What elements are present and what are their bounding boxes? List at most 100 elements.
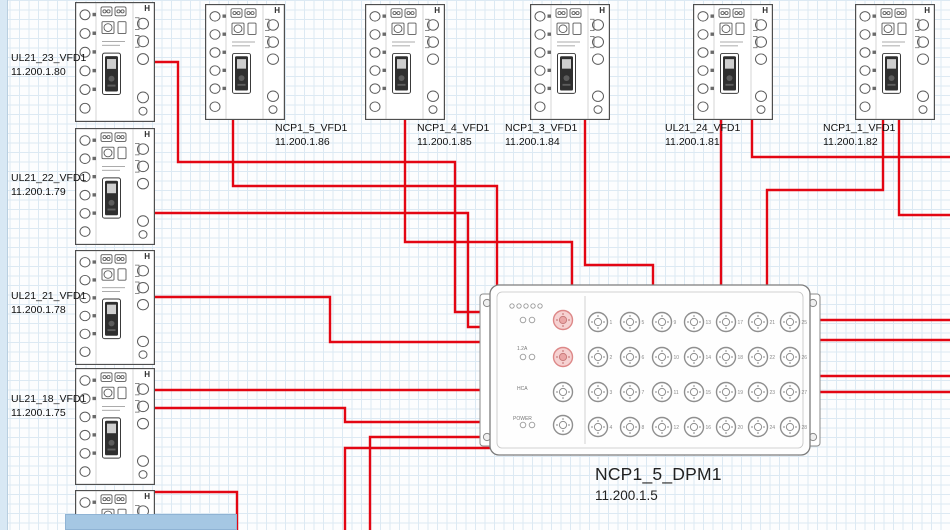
device-ip: 11.200.1.81 xyxy=(665,135,720,148)
m12-port[interactable]: 8 xyxy=(619,416,645,438)
m12-port[interactable]: 22 xyxy=(747,346,776,368)
vfd-symbol xyxy=(855,4,935,120)
vfd-device-ul21-24-vfd1[interactable]: H xyxy=(693,4,773,120)
network-cable[interactable] xyxy=(368,435,491,530)
m12-port[interactable]: 10 xyxy=(651,346,680,368)
device-name: UL21_23_VFD1 xyxy=(11,52,87,64)
svg-text:2: 2 xyxy=(610,355,613,361)
panel-ports: 1234567891011121314151617181920212223242… xyxy=(552,309,808,438)
m12-port[interactable] xyxy=(552,414,574,436)
m12-port[interactable]: 2 xyxy=(587,346,613,368)
network-cable[interactable] xyxy=(153,406,491,424)
m12-port[interactable]: 16 xyxy=(683,416,712,438)
m12-port[interactable]: 24 xyxy=(747,416,776,438)
m12-port[interactable]: 19 xyxy=(715,381,744,403)
canvas-edge-strip xyxy=(0,0,8,530)
m12-port[interactable]: 12 xyxy=(651,416,680,438)
svg-text:23: 23 xyxy=(770,390,776,396)
device-name: UL21_18_VFD1 xyxy=(11,393,87,405)
device-ip: 11.200.1.84 xyxy=(505,135,560,148)
m12-port[interactable]: 27 xyxy=(779,381,808,403)
m12-port[interactable]: 26 xyxy=(779,346,808,368)
network-cable[interactable] xyxy=(750,120,950,159)
svg-text:26: 26 xyxy=(802,355,808,361)
device-h-label: H xyxy=(599,6,605,15)
device-ip: 11.200.1.82 xyxy=(823,135,878,148)
vfd-device-ul21-23-vfd1[interactable]: H xyxy=(75,2,155,122)
svg-text:27: 27 xyxy=(802,390,808,396)
network-cable[interactable] xyxy=(343,446,491,530)
m12-port[interactable]: 7 xyxy=(619,381,645,403)
vfd-device-ul21-21-vfd1[interactable]: H xyxy=(75,250,155,365)
svg-text:10: 10 xyxy=(674,355,680,361)
vfd-device-ncp1-3-vfd1[interactable]: H xyxy=(530,4,610,120)
m12-port[interactable]: 18 xyxy=(715,346,744,368)
panel-label[interactable]: NCP1_5_DPM1 11.200.1.5 xyxy=(595,464,722,503)
device-h-label: H xyxy=(144,370,150,379)
vfd-device-ul21-18-vfd1[interactable]: H xyxy=(75,368,155,485)
device-name: NCP1_1_VFD1 xyxy=(823,122,896,134)
network-cable[interactable] xyxy=(403,120,574,286)
m12-port[interactable]: 9 xyxy=(651,311,677,333)
device-h-label: H xyxy=(274,6,280,15)
status-led-icon xyxy=(509,303,543,309)
svg-text:19: 19 xyxy=(738,390,744,396)
network-cable[interactable] xyxy=(231,120,499,286)
device-h-label: H xyxy=(434,6,440,15)
m12-port[interactable]: 21 xyxy=(747,311,776,333)
network-cable[interactable] xyxy=(153,490,239,530)
network-cable[interactable] xyxy=(583,120,655,286)
m12-port[interactable]: 6 xyxy=(619,346,645,368)
vfd-device-ul21-22-vfd1[interactable]: H xyxy=(75,128,155,245)
device-ip: 11.200.1.79 xyxy=(11,185,66,198)
panel-ip: 11.200.1.5 xyxy=(595,488,658,503)
svg-text:4: 4 xyxy=(610,425,613,431)
m12-port[interactable]: 13 xyxy=(683,311,712,333)
m12-port[interactable] xyxy=(552,381,574,403)
device-h-label: H xyxy=(762,6,768,15)
svg-text:16: 16 xyxy=(706,425,712,431)
m12-port[interactable]: 3 xyxy=(587,381,613,403)
svg-text:14: 14 xyxy=(706,355,712,361)
svg-text:1: 1 xyxy=(610,320,613,326)
m12-port[interactable]: 15 xyxy=(683,381,712,403)
svg-text:HCA: HCA xyxy=(517,386,528,392)
device-h-label: H xyxy=(144,130,150,139)
vfd-device-ncp1-1-vfd1[interactable]: H xyxy=(855,4,935,120)
vfd-device-partial[interactable]: H xyxy=(75,490,155,530)
svg-text:3: 3 xyxy=(610,390,613,396)
m12-port[interactable]: 23 xyxy=(747,381,776,403)
vfd-symbol xyxy=(75,2,155,122)
highlighted-port[interactable] xyxy=(552,309,574,331)
network-cable[interactable] xyxy=(153,60,491,314)
m12-port[interactable]: 17 xyxy=(715,311,744,333)
device-ip: 11.200.1.78 xyxy=(11,303,66,316)
highlighted-port[interactable] xyxy=(552,346,574,368)
m12-port[interactable]: 20 xyxy=(715,416,744,438)
network-cable[interactable] xyxy=(153,295,491,344)
network-cable[interactable] xyxy=(897,120,950,217)
network-cable[interactable] xyxy=(765,120,885,286)
m12-port[interactable]: 1 xyxy=(587,311,613,333)
device-ip: 11.200.1.75 xyxy=(11,406,66,419)
m12-port[interactable]: 25 xyxy=(779,311,808,333)
vfd-device-ncp1-5-vfd1[interactable]: H xyxy=(205,4,285,120)
svg-text:5: 5 xyxy=(642,320,645,326)
m12-port[interactable]: 14 xyxy=(683,346,712,368)
m12-port[interactable]: 11 xyxy=(651,381,679,403)
m12-port[interactable]: 5 xyxy=(619,311,645,333)
m12-port[interactable]: 4 xyxy=(587,416,613,438)
partial-shape-bottom[interactable] xyxy=(65,514,237,530)
vfd-device-ncp1-4-vfd1[interactable]: H xyxy=(365,4,445,120)
m12-port[interactable]: 28 xyxy=(779,416,808,438)
